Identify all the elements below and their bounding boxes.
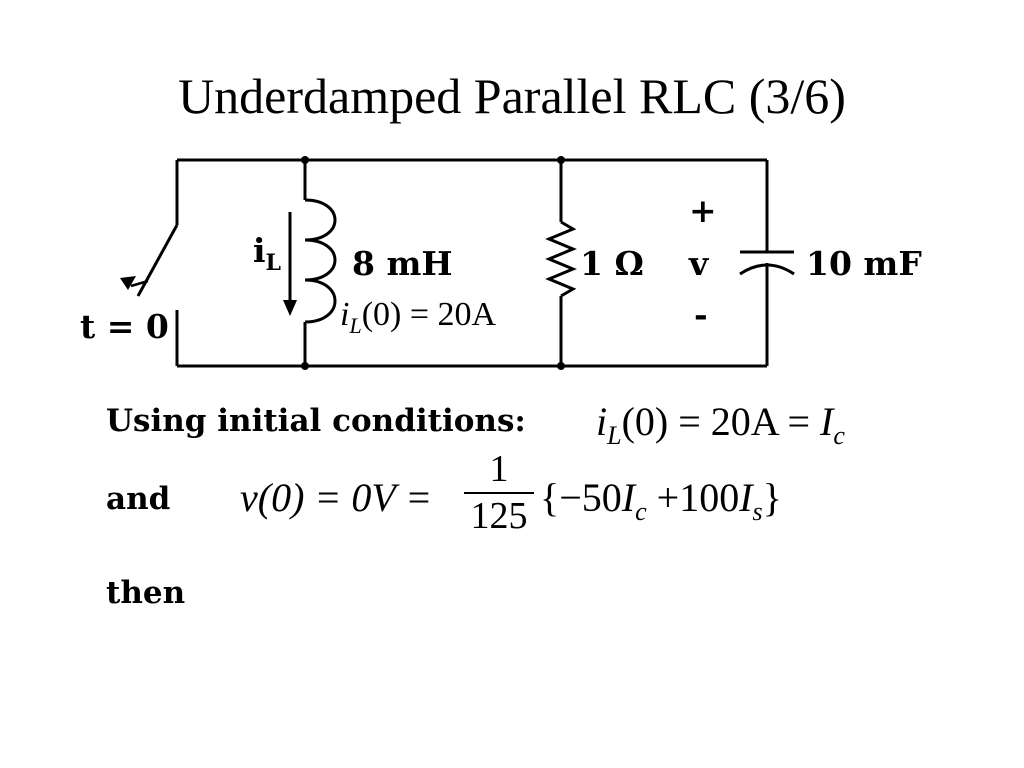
voltage-minus: - <box>694 295 708 334</box>
inductor-current-symbol: i <box>253 231 266 270</box>
switch-label: t = 0 <box>80 307 169 346</box>
switch-arrow-head <box>120 276 136 290</box>
fraction-bar <box>464 492 534 494</box>
node-bottom-left <box>301 362 309 370</box>
node-bottom-right <box>557 362 565 370</box>
node-top-left <box>301 156 309 164</box>
voltage-plus: + <box>689 191 717 230</box>
fraction-numerator: 1 <box>489 448 509 490</box>
inductor-current-subscript: L <box>265 250 282 276</box>
fraction-denominator: 125 <box>470 495 528 537</box>
then-label: then <box>106 575 186 611</box>
inductor-current-label: iL <box>253 231 282 277</box>
inductor-coil <box>304 198 337 324</box>
resistor-zigzag <box>545 220 577 298</box>
switch-blade <box>136 224 179 297</box>
inductor-value: 8 mH <box>352 244 453 283</box>
switch-arrow-shaft <box>130 279 149 288</box>
resistor-value: 1 Ω <box>580 244 644 283</box>
voltage-equation-rhs: {−50Ic +100Is} <box>540 475 782 526</box>
inductor-initial-condition: iL(0) = 20A <box>340 296 497 338</box>
and-label: and <box>106 481 171 517</box>
fraction: 1 125 <box>462 448 536 538</box>
voltage-symbol: v <box>689 244 709 283</box>
capacitor-value: 10 mF <box>806 244 922 283</box>
initial-current-equation: iL(0) = 20A = Ic <box>596 399 845 450</box>
node-top-right <box>557 156 565 164</box>
voltage-equation-lhs: v(0) = 0V = <box>240 475 433 520</box>
initial-conditions-label: Using initial conditions: <box>106 403 526 439</box>
slide-title: Underdamped Parallel RLC (3/6) <box>178 68 846 124</box>
current-arrow-head <box>283 300 297 316</box>
